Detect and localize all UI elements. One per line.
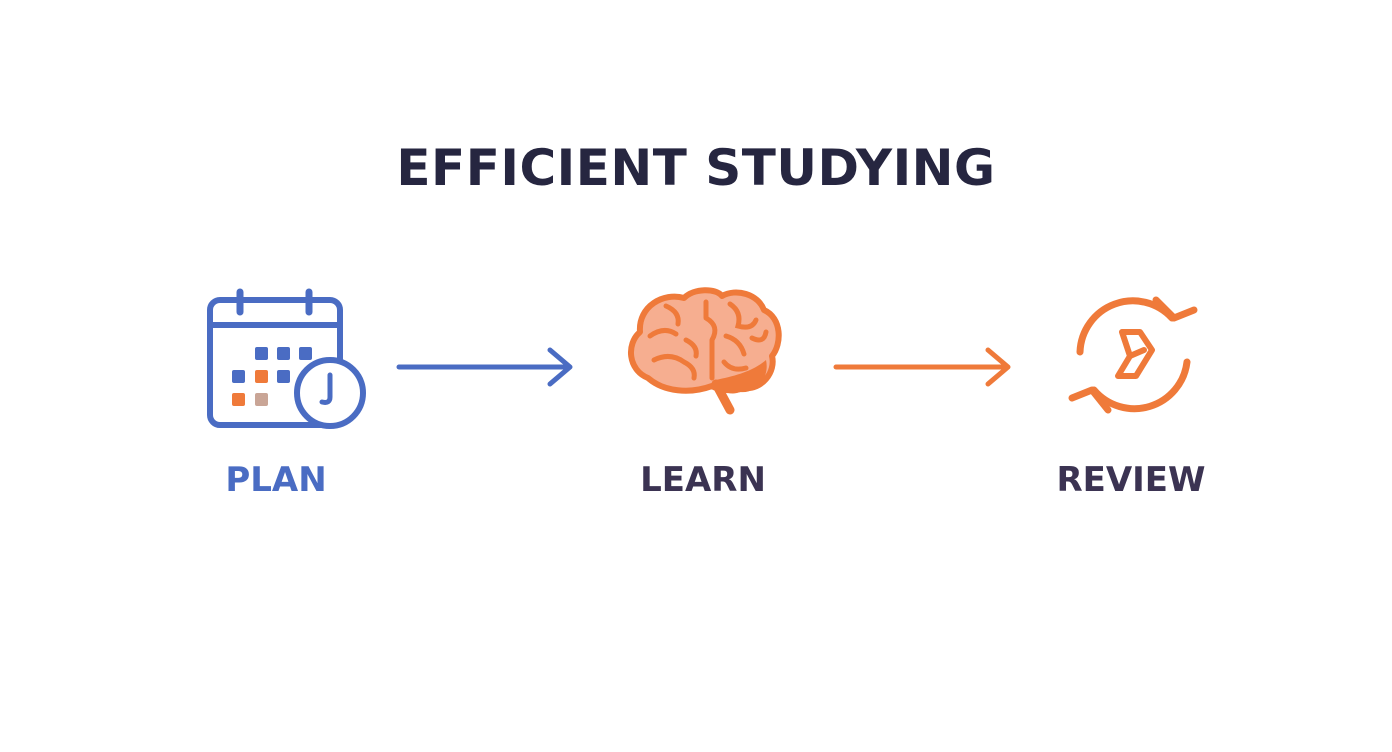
cycle-arrows-icon: [1068, 296, 1198, 414]
arrow-learn-to-review: [833, 347, 1011, 387]
calendar-clock-icon: [207, 288, 366, 429]
step-label-plan: PLAN: [225, 460, 327, 500]
brain-icon: [627, 287, 782, 415]
step-label-learn: LEARN: [640, 460, 766, 500]
arrow-plan-to-learn: [396, 347, 573, 387]
diagram-title: EFFICIENT STUDYING: [396, 139, 996, 197]
step-label-review: REVIEW: [1056, 460, 1206, 500]
